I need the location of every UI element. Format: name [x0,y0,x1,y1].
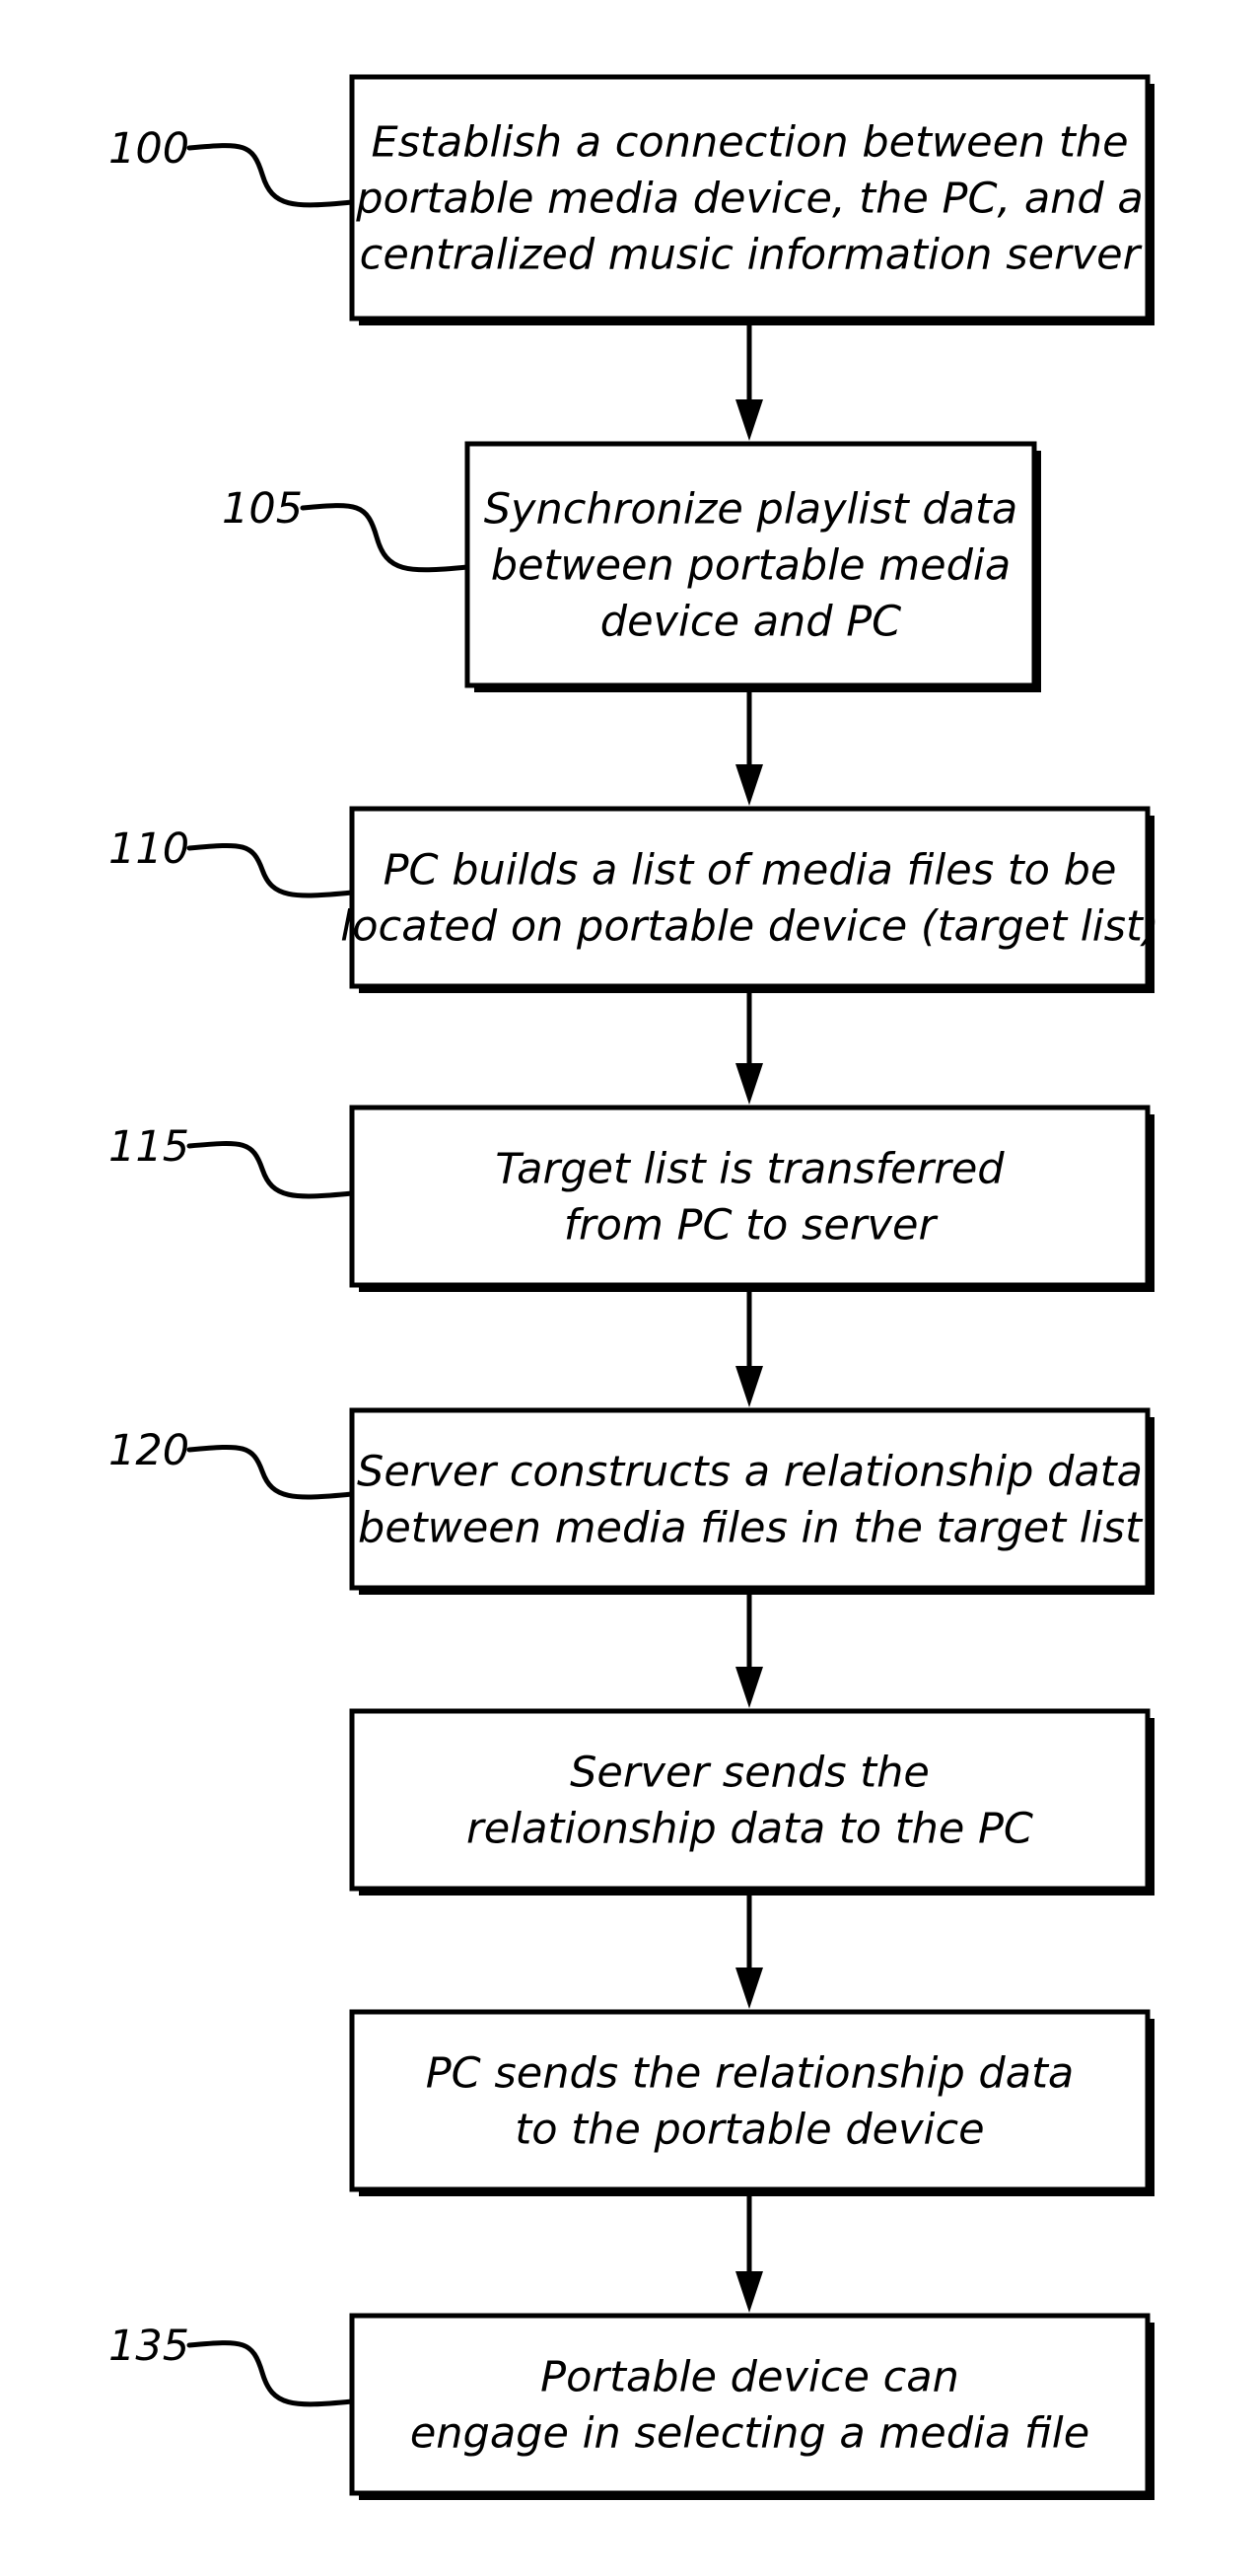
step-text-line: centralized music information server [360,231,1143,280]
step-text-line: PC sends the relationship data [426,2049,1075,2099]
leader-line [189,1143,352,1195]
flow-arrow [735,1595,763,1708]
step-4: Target list is transferred from PC to ser… [108,1108,1154,1292]
flow-arrow [735,1292,763,1407]
arrow-head [735,764,763,806]
flow-arrow [735,993,763,1105]
step-text-line: from PC to server [564,1201,939,1251]
leader-line [303,506,467,570]
step-text-line: relationship data to the PC [466,1805,1033,1854]
reference-numeral: 115 [108,1122,189,1172]
step-text-line: PC builds a list of media files to be [384,846,1117,895]
step-text-line: between media files in the target list [358,1504,1144,1553]
process-box [352,809,1148,986]
step-text-line: to the portable device [515,2106,984,2155]
step-text-line: engage in selecting a media file [410,2409,1089,2459]
arrow-head [735,399,763,441]
step-text-line: Server constructs a relationship data [357,1448,1143,1497]
process-box [352,1711,1148,1889]
process-box [352,1410,1148,1588]
step-3: PC builds a list of media files to be loc… [108,809,1159,993]
arrow-head [735,1063,763,1105]
step-2: Synchronize playlist data between portabl… [222,444,1041,692]
reference-numeral: 110 [108,824,189,874]
reference-numeral: 100 [108,124,189,174]
step-text-line: Synchronize playlist data [484,485,1018,535]
arrow-head [735,1968,763,2009]
process-box [352,2316,1148,2493]
step-text-line: Server sends the [570,1749,930,1798]
step-6: Server sends the relationship data to the… [352,1711,1154,1896]
step-1: Establish a connection between the portab… [108,77,1154,325]
step-7: PC sends the relationship data to the por… [352,2012,1154,2196]
step-text-line: between portable media [491,541,1011,591]
leader-line [189,1447,352,1497]
leader-line [189,146,352,205]
process-box [352,2012,1148,2189]
arrow-head [735,1366,763,1407]
leader-line [189,845,352,895]
step-text-line: portable media device, the PC, and a [355,175,1143,224]
step-5: Server constructs a relationship data bet… [108,1410,1154,1595]
arrow-head [735,2271,763,2313]
reference-numeral: 135 [108,2322,189,2371]
step-text-line: Target list is transferred [495,1145,1005,1194]
step-text-line: Portable device can [540,2353,959,2402]
reference-numeral: 120 [108,1426,189,1475]
step-text-line: located on portable device (target list) [340,902,1158,952]
arrow-head [735,1667,763,1708]
step-text-line: Establish a connection between the [371,118,1128,168]
flow-arrow [735,1896,763,2009]
step-8: Portable device can engage in selecting a… [108,2316,1154,2500]
reference-numeral: 105 [222,484,303,534]
process-box [352,1108,1148,1285]
step-text-line: device and PC [600,598,901,647]
leader-line [189,2343,352,2404]
flow-arrow [735,692,763,806]
flow-arrow [735,325,763,441]
flow-arrow [735,2196,763,2313]
